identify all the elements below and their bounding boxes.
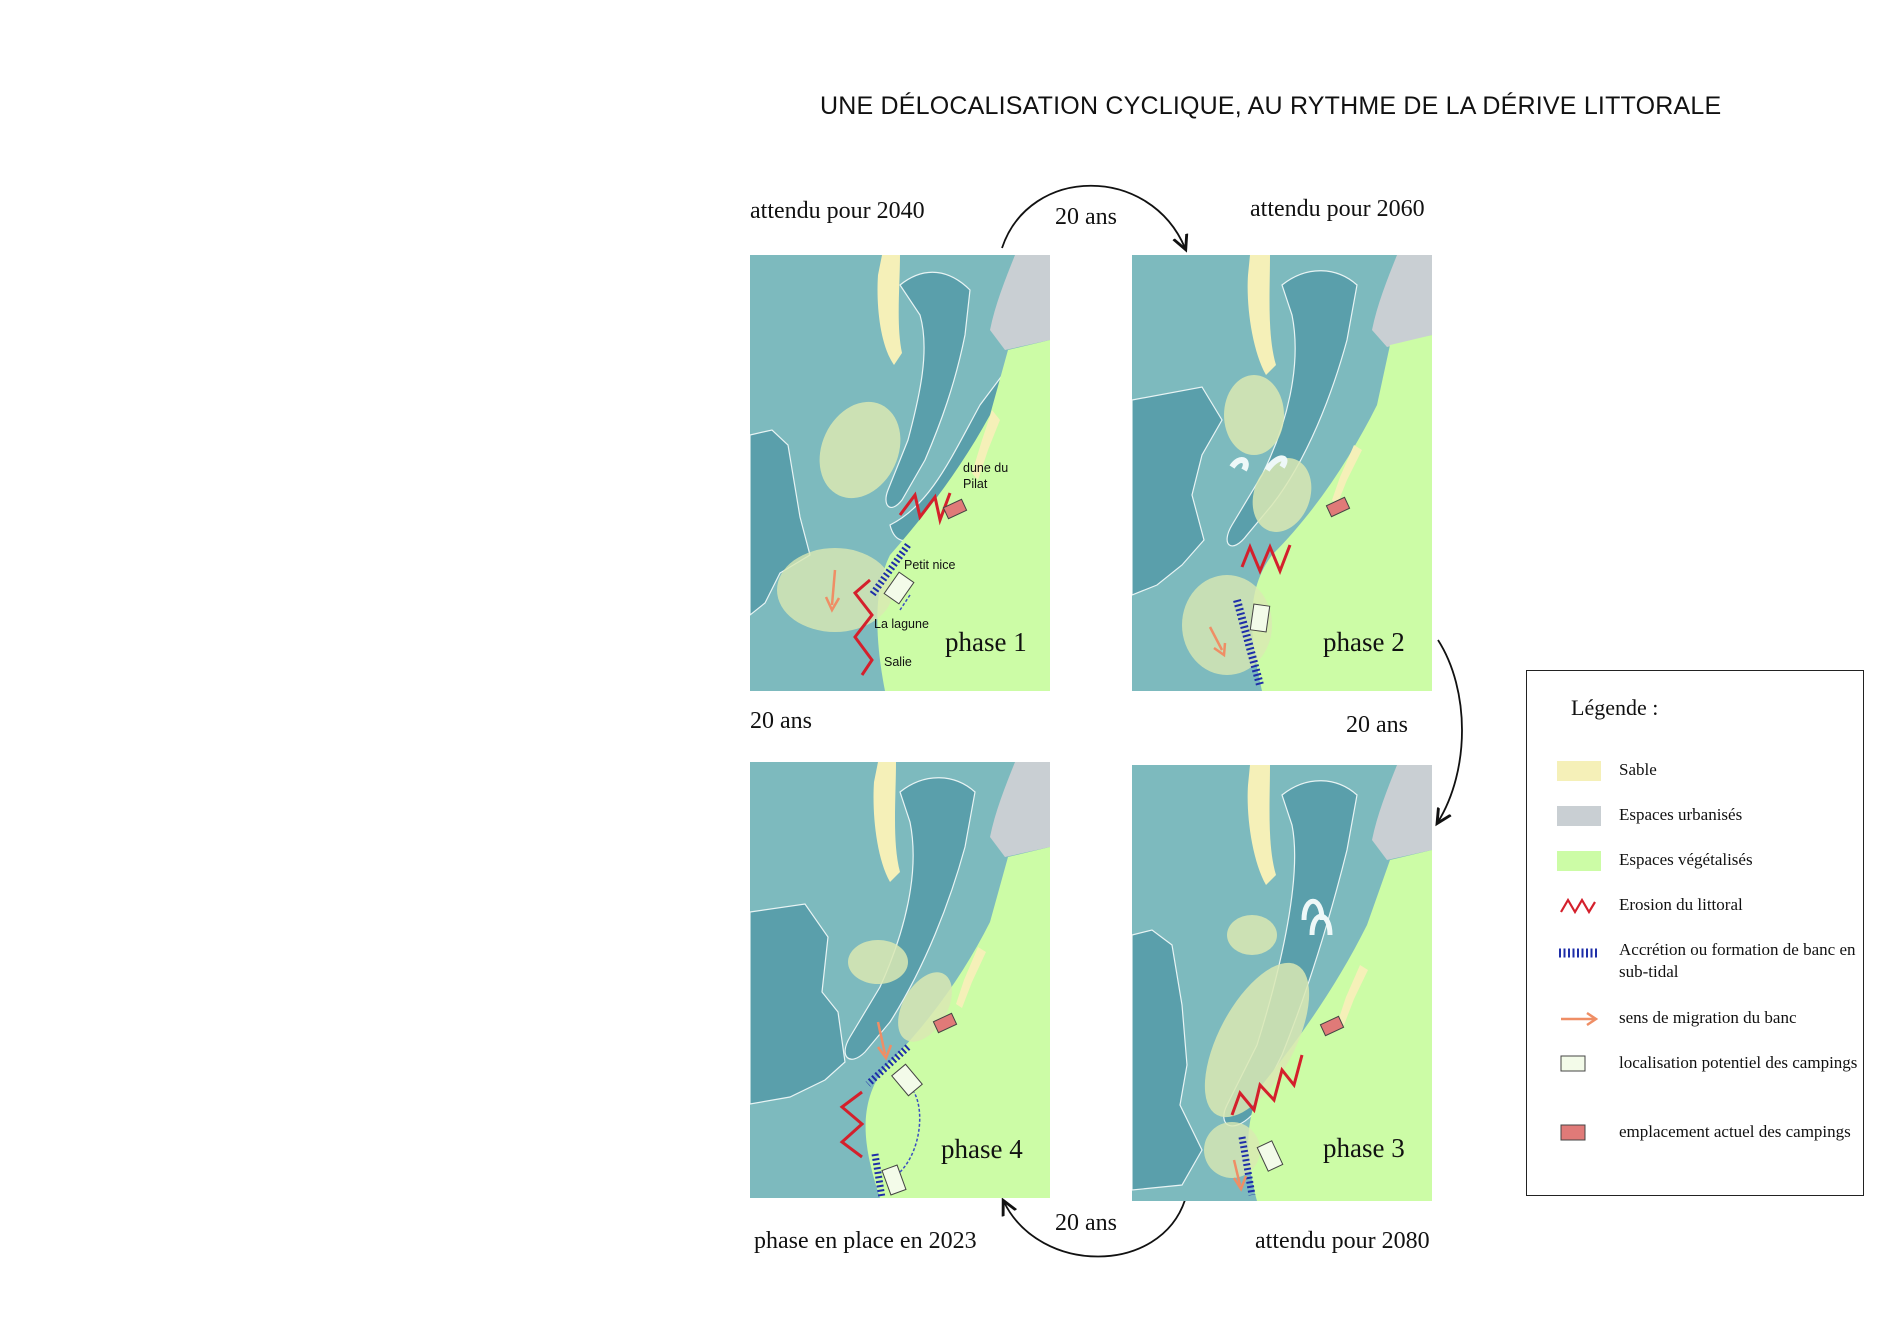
vegetation-swatch bbox=[1557, 851, 1601, 871]
caption-bottom-left: phase en place en 2023 bbox=[754, 1228, 977, 1254]
label-dune-du-pilat: dune du Pilat bbox=[963, 461, 1009, 491]
accretion-hatch-icon bbox=[1559, 948, 1599, 958]
legend-item-migration: sens de migration du banc bbox=[1557, 1007, 1857, 1047]
interval-right-label: 20 ans bbox=[1346, 712, 1408, 738]
map-phase-2: phase 2 bbox=[1132, 255, 1432, 691]
arrow-right-icon bbox=[1438, 639, 1463, 822]
sand-swatch bbox=[1557, 761, 1601, 781]
erosion-zigzag-icon bbox=[1560, 897, 1596, 915]
current-camp-icon bbox=[1560, 1124, 1586, 1141]
erosion-zigzag-icon bbox=[898, 491, 952, 526]
urban-swatch bbox=[1557, 806, 1601, 826]
page-title: UNE DÉLOCALISATION CYCLIQUE, AU RYTHME D… bbox=[820, 92, 1722, 120]
phase-4-label: phase 4 bbox=[941, 1134, 1023, 1164]
caption-bottom-right: attendu pour 2080 bbox=[1255, 1228, 1430, 1254]
legend-title: Légende : bbox=[1571, 695, 1659, 720]
caption-top-right: attendu pour 2060 bbox=[1250, 196, 1425, 222]
label-salie: Salie bbox=[884, 655, 912, 669]
legend-box: Légende : Sable Espaces urbanisés Espace… bbox=[1526, 670, 1864, 1196]
legend-item-erosion: Erosion du littoral bbox=[1557, 894, 1857, 934]
map-phase-3: phase 3 bbox=[1132, 765, 1432, 1201]
map-phase-4: phase 4 bbox=[750, 762, 1050, 1198]
migration-arrow-icon bbox=[1561, 1011, 1599, 1027]
caption-top-left: attendu pour 2040 bbox=[750, 198, 925, 224]
phase-2-label: phase 2 bbox=[1323, 627, 1405, 657]
interval-bottom-label: 20 ans bbox=[1055, 1210, 1117, 1236]
potential-camp-icon bbox=[1560, 1055, 1586, 1072]
legend-item-vegetation: Espaces végétalisés bbox=[1557, 849, 1857, 889]
map-phase-1: dune du Pilat Petit nice La lagune Salie… bbox=[750, 255, 1050, 691]
label-la-lagune: La lagune bbox=[874, 617, 929, 631]
label-petit-nice: Petit nice bbox=[904, 558, 956, 572]
migration-arrow-icon bbox=[830, 569, 837, 606]
phase-1-label: phase 1 bbox=[945, 627, 1027, 657]
interval-left-label: 20 ans bbox=[750, 708, 812, 734]
legend-item-current-camp: emplacement actuel des campings bbox=[1557, 1121, 1857, 1161]
legend-item-accretion: Accrétion ou formation de banc en sub-ti… bbox=[1557, 939, 1857, 981]
phase-3-label: phase 3 bbox=[1323, 1133, 1405, 1163]
legend-item-potential-camp: localisation potentiel des campings bbox=[1557, 1052, 1857, 1092]
legend-item-sable: Sable bbox=[1557, 759, 1857, 799]
interval-top-label: 20 ans bbox=[1055, 204, 1117, 230]
legend-item-urban: Espaces urbanisés bbox=[1557, 804, 1857, 844]
